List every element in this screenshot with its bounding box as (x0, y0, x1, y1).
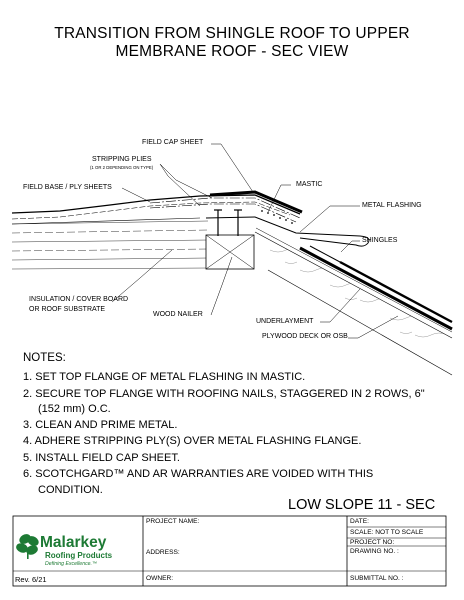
label-insulation-line-1: INSULATION / COVER BOARD (29, 296, 129, 303)
detail-reference: LOW SLOPE 11 - SEC (288, 497, 436, 513)
label-stripping-plies-note: (1 OR 2 DEPENDING ON TYPE) (90, 165, 154, 170)
label-wood-nailer: WOOD NAILER (153, 311, 203, 318)
label-plywood-deck: PLYWOOD DECK OR OSB (262, 333, 348, 340)
note-5: 5. INSTALL FIELD CAP SHEET. (23, 452, 180, 464)
owner-field: OWNER: (146, 575, 174, 582)
note-6: 6. SCOTCHGARD™ AND AR WARRANTIES ARE VOI… (23, 468, 374, 480)
stripping-plies (149, 197, 301, 223)
drawing-title-line-1: TRANSITION FROM SHINGLE ROOF TO UPPER (54, 25, 410, 42)
submittal-no-field: SUBMITTAL NO. : (350, 575, 404, 582)
note-1: 1. SET TOP FLANGE OF METAL FLASHING IN M… (23, 371, 306, 383)
label-underlayment: UNDERLAYMENT (256, 318, 314, 325)
notes-heading: NOTES: (23, 352, 66, 364)
field-base-ply-sheets (11, 194, 301, 225)
field-cap-sheet (209, 190, 303, 214)
logo-wordmark: Malarkey (40, 534, 107, 551)
address-field: ADDRESS: (146, 549, 180, 556)
leader-lines (111, 143, 399, 339)
metal-flashing (205, 216, 370, 247)
roofing-nails (214, 209, 242, 236)
label-field-cap-sheet: FIELD CAP SHEET (142, 139, 204, 146)
label-shingles: SHINGLES (362, 237, 398, 244)
drawing-title-line-2: MEMBRANE ROOF - SEC VIEW (115, 43, 349, 60)
note-6-continued: CONDITION. (38, 484, 103, 496)
project-no-field: PROJECT NO: (350, 539, 395, 546)
scale-field: SCALE: NOT TO SCALE (350, 529, 424, 536)
underlayment-line (255, 227, 453, 333)
project-name-field: PROJECT NAME: (146, 518, 200, 525)
logo-subtitle: Roofing Products (45, 551, 113, 560)
label-stripping-plies: STRIPPING PLIES (92, 156, 152, 163)
insulation-board (12, 220, 208, 270)
drawing-no-field: DRAWING NO. : (350, 548, 399, 555)
label-mastic: MASTIC (296, 181, 323, 188)
label-field-base-ply-sheets: FIELD BASE / PLY SHEETS (23, 184, 112, 191)
note-2-continued: (152 mm) O.C. (38, 403, 111, 415)
revision-label: Rev. 6/21 (15, 575, 47, 584)
note-2: 2. SECURE TOP FLANGE WITH ROOFING NAILS,… (23, 388, 425, 400)
logo-tagline: Defining Excellence.™ (45, 561, 98, 567)
note-3: 3. CLEAN AND PRIME METAL. (23, 419, 178, 431)
note-4: 4. ADHERE STRIPPING PLY(S) OVER METAL FL… (23, 435, 362, 447)
label-metal-flashing: METAL FLASHING (362, 202, 422, 209)
mastic (261, 210, 293, 224)
label-insulation-line-2: OR ROOF SUBSTRATE (29, 306, 106, 313)
shingles-layer (299, 245, 453, 331)
malarkey-leaf-logo (16, 534, 39, 559)
date-field: DATE: (350, 518, 369, 525)
